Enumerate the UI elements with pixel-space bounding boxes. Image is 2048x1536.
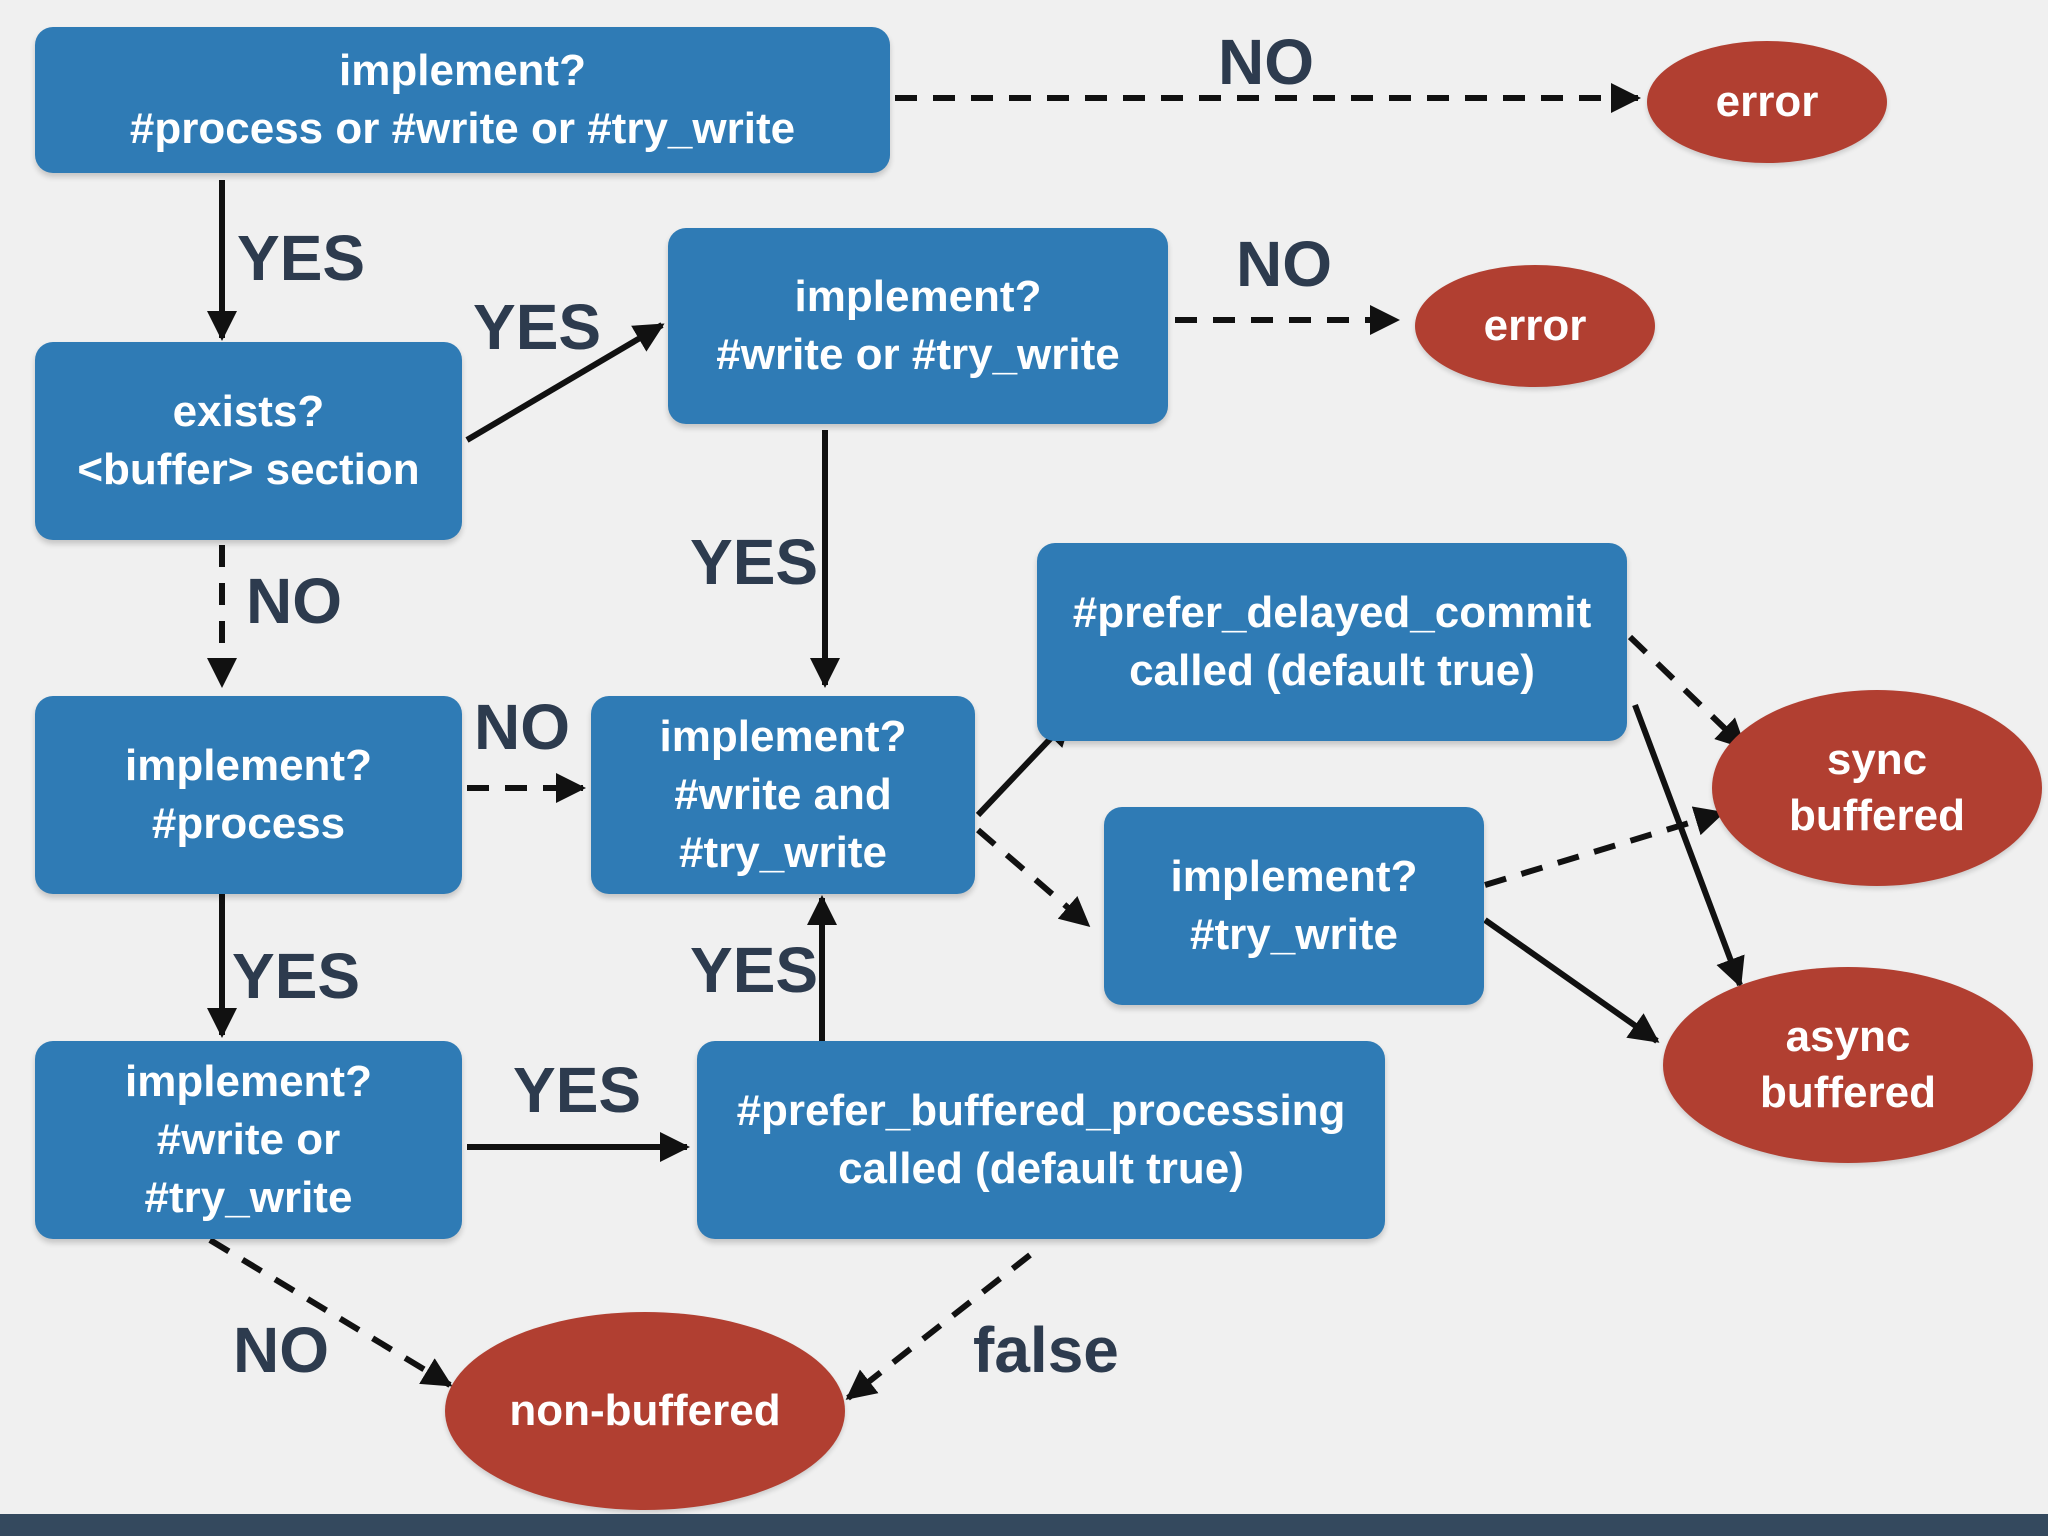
node-line: #process xyxy=(151,799,346,848)
edge-label-yes: YES xyxy=(237,222,366,294)
terminal-line: buffered xyxy=(1789,791,1965,840)
node-line: implement? xyxy=(794,272,1042,321)
decision-implement-write-and-try-write: implement? #write and #try_write xyxy=(591,696,975,894)
node-line: #process or #write or #try_write xyxy=(129,104,796,153)
decision-implement-try-write: implement? #try_write xyxy=(1104,807,1484,1005)
terminal-line: buffered xyxy=(1760,1068,1936,1117)
terminal-non-buffered: non-buffered xyxy=(445,1312,845,1510)
edge-n6-sync xyxy=(1627,634,1747,750)
edge-label-no: NO xyxy=(233,1314,329,1386)
node-line: exists? xyxy=(172,387,325,436)
node-line: #write and xyxy=(674,770,892,819)
decision-implement-write-or-try-write: implement? #write or #try_write xyxy=(668,228,1168,424)
footer-bar xyxy=(0,1514,2048,1536)
terminal-async-buffered: async buffered xyxy=(1663,967,2033,1163)
terminal-error-middle: error xyxy=(1415,265,1655,387)
edge-n8-nonbuf xyxy=(208,1237,453,1388)
node-line: #write or xyxy=(156,1115,341,1164)
edge-label-no: NO xyxy=(246,565,342,637)
node-line: #write or #try_write xyxy=(716,330,1120,379)
node-line: implement? xyxy=(339,46,586,95)
terminal-sync-buffered: sync buffered xyxy=(1712,690,2042,886)
terminal-line: async xyxy=(1785,1012,1911,1061)
edge-label-yes: YES xyxy=(690,526,819,598)
edge-n7-async xyxy=(1483,917,1660,1044)
terminal-line: error xyxy=(1715,77,1819,126)
node-line: implement? xyxy=(659,712,907,761)
node-line: #prefer_buffered_processing xyxy=(736,1086,1346,1135)
decision-prefer-delayed-commit: #prefer_delayed_commit called (default t… xyxy=(1037,543,1627,741)
decision-prefer-buffered-processing: #prefer_buffered_processing called (defa… xyxy=(697,1041,1385,1239)
node-line: called (default true) xyxy=(838,1144,1244,1193)
node-line: implement? xyxy=(125,1057,372,1106)
node-line: #prefer_delayed_commit xyxy=(1072,588,1592,637)
decision-buffer-section-exists: exists? <buffer> section xyxy=(35,342,462,540)
edge-n2-n3 xyxy=(465,322,665,443)
decision-implement-process: implement? #process xyxy=(35,696,462,894)
terminal-error-top: error xyxy=(1647,41,1887,163)
node-line: <buffer> section xyxy=(77,445,420,494)
edge-label-yes: YES xyxy=(232,940,361,1012)
node-line: implement? xyxy=(1170,852,1418,901)
node-line: #try_write xyxy=(144,1173,353,1222)
edge-label-no: NO xyxy=(1236,228,1332,300)
edge-n7-sync xyxy=(1484,806,1725,888)
terminal-line: non-buffered xyxy=(509,1386,781,1435)
edge-n6-async xyxy=(1632,703,1745,988)
decision-implement-write-or-try-write-2: implement? #write or #try_write xyxy=(35,1041,462,1239)
edge-label-yes: YES xyxy=(513,1054,642,1126)
terminal-line: error xyxy=(1483,301,1587,350)
decision-implement-process-write-try-write: implement? #process or #write or #try_wr… xyxy=(35,27,890,173)
edge-label-no: NO xyxy=(474,691,570,763)
edge-label-false: false xyxy=(973,1314,1119,1386)
edge-n5-n7 xyxy=(976,827,1091,928)
node-line: #try_write xyxy=(679,828,887,877)
node-line: implement? xyxy=(125,741,372,790)
edge-label-no: NO xyxy=(1218,26,1314,98)
node-line: called (default true) xyxy=(1129,646,1535,695)
terminal-line: sync xyxy=(1826,735,1928,784)
edge-label-yes: YES xyxy=(690,934,819,1006)
edge-label-yes: YES xyxy=(473,291,602,363)
node-line: #try_write xyxy=(1190,910,1398,959)
edge-n9-nonbuf xyxy=(845,1252,1032,1401)
